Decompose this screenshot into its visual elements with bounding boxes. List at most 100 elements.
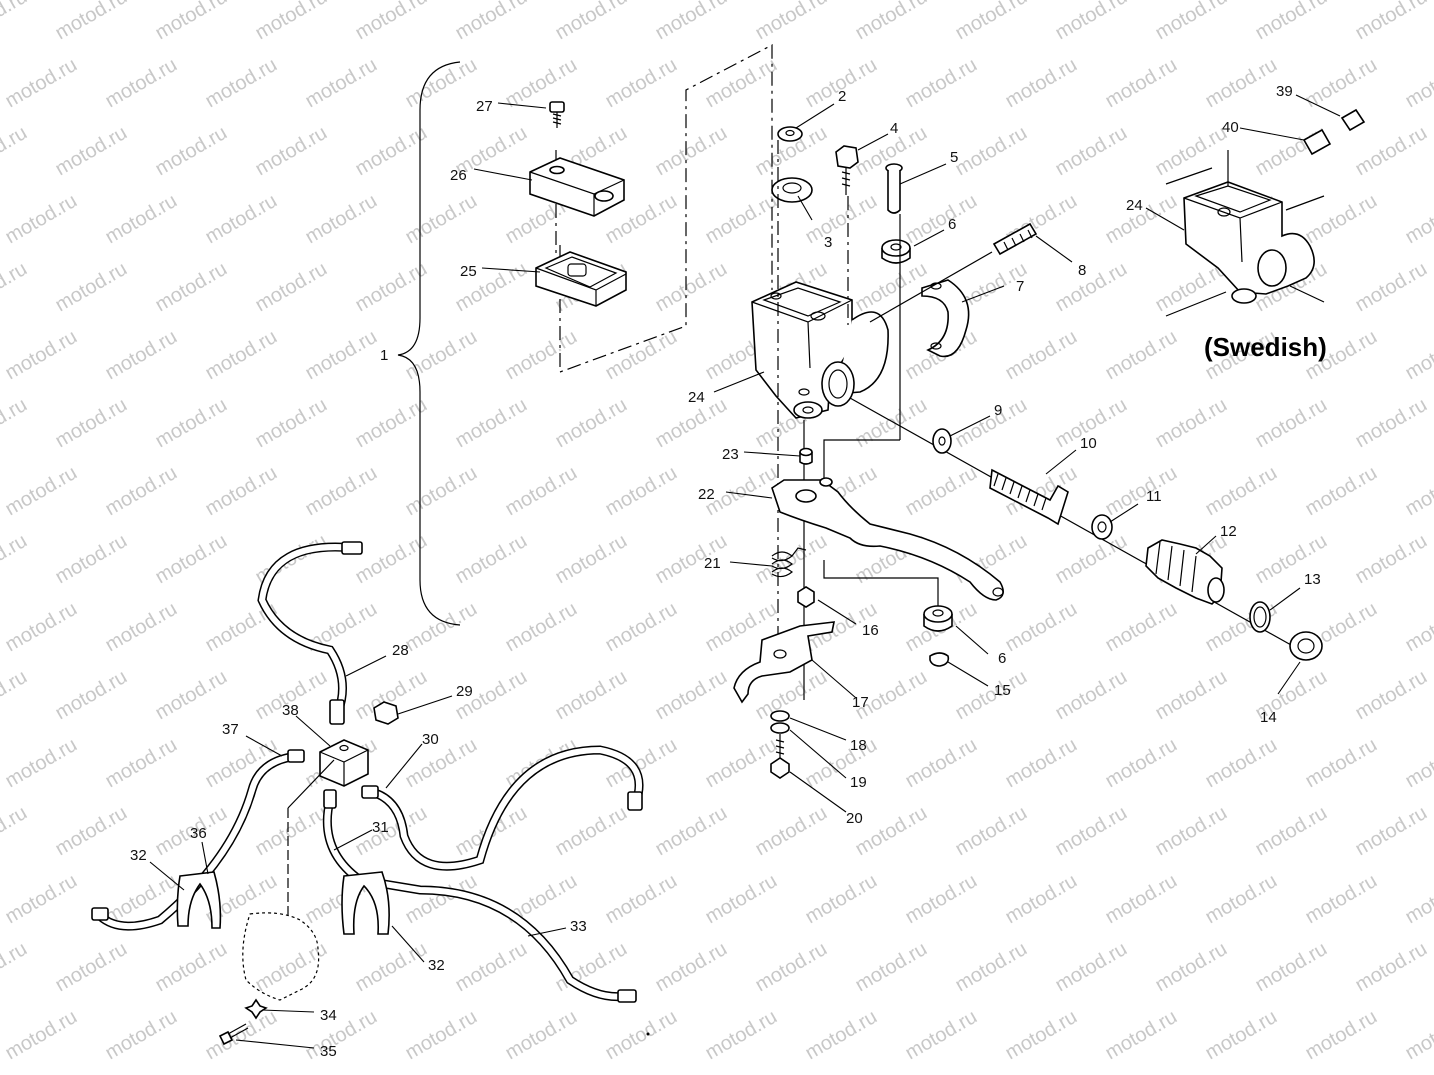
watermark-text: motod.ru bbox=[1102, 734, 1181, 793]
watermark-text: motod.ru bbox=[652, 666, 731, 725]
watermark-text: motod.ru bbox=[2, 326, 81, 385]
watermark-text: motod.ru bbox=[52, 530, 131, 589]
callout-13: 13 bbox=[1304, 571, 1321, 588]
watermark-text: motod.ru bbox=[802, 1006, 881, 1065]
watermark-text: motod.ru bbox=[0, 0, 31, 44]
frame-mount-line bbox=[287, 759, 335, 809]
retaining-clip bbox=[929, 652, 950, 667]
watermark-text: motod.ru bbox=[102, 734, 181, 793]
swedish-variant-body bbox=[1165, 150, 1325, 317]
watermark-text: motod.ru bbox=[102, 1006, 181, 1065]
watermark-text: motod.ru bbox=[1302, 190, 1381, 249]
watermark-text: motod.ru bbox=[1402, 54, 1434, 113]
watermark-text: motod.ru bbox=[652, 122, 731, 181]
watermark-text: motod.ru bbox=[402, 190, 481, 249]
watermark-text: motod.ru bbox=[802, 190, 881, 249]
watermark-text: motod.ru bbox=[752, 938, 831, 997]
watermark-text: motod.ru bbox=[152, 666, 231, 725]
alignment-line-reservoir bbox=[559, 44, 773, 373]
callout-39: 39 bbox=[1276, 83, 1293, 100]
junction-block bbox=[319, 739, 369, 787]
boot-grommet bbox=[771, 177, 813, 203]
callout-7: 7 bbox=[1016, 278, 1024, 295]
callout-36: 36 bbox=[190, 825, 207, 842]
watermark-text: motod.ru bbox=[1052, 0, 1131, 44]
watermark-text: motod.ru bbox=[52, 258, 131, 317]
watermark-text: motod.ru bbox=[152, 938, 231, 997]
watermark-text: motod.ru bbox=[1402, 734, 1434, 793]
callout-25: 25 bbox=[460, 263, 477, 280]
watermark-text: motod.ru bbox=[302, 190, 381, 249]
spacer-6-upper bbox=[881, 239, 911, 264]
watermark-text: motod.ru bbox=[2, 1006, 81, 1065]
watermark-text: motod.ru bbox=[1052, 666, 1131, 725]
watermark-text: motod.ru bbox=[352, 938, 431, 997]
callout-1: 1 bbox=[380, 347, 388, 364]
watermark-text: motod.ru bbox=[702, 54, 781, 113]
watermark-text: motod.ru bbox=[752, 802, 831, 861]
watermark-text: motod.ru bbox=[1102, 598, 1181, 657]
watermark-text: motod.ru bbox=[352, 530, 431, 589]
watermark-text: motod.ru bbox=[852, 0, 931, 44]
watermark-text: motod.ru bbox=[552, 394, 631, 453]
watermark-text: motod.ru bbox=[352, 258, 431, 317]
watermark-text: motod.ru bbox=[0, 394, 31, 453]
reservoir-cap-screw bbox=[549, 101, 565, 128]
watermark-text: motod.ru bbox=[102, 598, 181, 657]
watermark-text: motod.ru bbox=[0, 938, 31, 997]
watermark-text: motod.ru bbox=[602, 54, 681, 113]
watermark-text: motod.ru bbox=[1252, 394, 1331, 453]
handlebar-clamp bbox=[921, 279, 970, 358]
watermark-text: motod.ru bbox=[52, 938, 131, 997]
watermark-text: motod.ru bbox=[1402, 326, 1434, 385]
hose-fittings bbox=[91, 541, 643, 1003]
callout-23: 23 bbox=[722, 446, 739, 463]
watermark-text: motod.ru bbox=[1052, 802, 1131, 861]
watermark-text: motod.ru bbox=[202, 1006, 281, 1065]
watermark-text: motod.ru bbox=[752, 0, 831, 44]
watermark-text: motod.ru bbox=[1352, 0, 1431, 44]
watermark-text: motod.ru bbox=[352, 0, 431, 44]
spacer-6-lower bbox=[923, 605, 953, 632]
watermark-text: motod.ru bbox=[702, 870, 781, 929]
callout-14: 14 bbox=[1260, 709, 1277, 726]
watermark-text: motod.ru bbox=[2, 462, 81, 521]
callout-40: 40 bbox=[1222, 119, 1239, 136]
callout-26: 26 bbox=[450, 167, 467, 184]
callout-11: 11 bbox=[1146, 488, 1162, 505]
watermark-text: motod.ru bbox=[452, 938, 531, 997]
watermark-text: motod.ru bbox=[352, 394, 431, 453]
watermark-text: motod.ru bbox=[1352, 394, 1431, 453]
callout-16: 16 bbox=[862, 622, 879, 639]
mount-screw bbox=[218, 1023, 249, 1046]
watermark-text: motod.ru bbox=[152, 530, 231, 589]
watermark-text: motod.ru bbox=[1002, 734, 1081, 793]
star-washer bbox=[244, 998, 268, 1020]
stack-washer-19 bbox=[770, 722, 790, 734]
pivot-bushing bbox=[799, 447, 813, 465]
watermark-text: motod.ru bbox=[302, 462, 381, 521]
watermark-text: motod.ru bbox=[252, 802, 331, 861]
callout-labels: 1 2 3 4 5 6 6 7 8 9 10 11 12 13 14 15 16… bbox=[130, 83, 1321, 1060]
watermark-text: motod.ru bbox=[202, 326, 281, 385]
callout-24-swedish: 24 bbox=[1126, 197, 1143, 214]
watermark-text: motod.ru bbox=[952, 394, 1031, 453]
watermark-text: motod.ru bbox=[1052, 938, 1131, 997]
watermark-text: motod.ru bbox=[902, 54, 981, 113]
watermark-text: motod.ru bbox=[702, 734, 781, 793]
piston-assembly bbox=[1145, 539, 1225, 605]
watermark-text: motod.ru bbox=[1352, 666, 1431, 725]
watermark-text: motod.ru bbox=[1152, 394, 1231, 453]
watermark-text: motod.ru bbox=[702, 1006, 781, 1065]
watermark-text: motod.ru bbox=[1002, 870, 1081, 929]
callout-20: 20 bbox=[846, 810, 863, 827]
watermark-text: motod.ru bbox=[52, 802, 131, 861]
watermark-text: motod.ru bbox=[0, 666, 31, 725]
watermark-text: motod.ru bbox=[802, 734, 881, 793]
watermark-text: motod.ru bbox=[702, 190, 781, 249]
watermark-text: motod.ru bbox=[1002, 326, 1081, 385]
callout-2: 2 bbox=[838, 88, 846, 105]
axis-line-piston bbox=[849, 397, 1301, 651]
axis-line-lever bbox=[823, 439, 900, 480]
